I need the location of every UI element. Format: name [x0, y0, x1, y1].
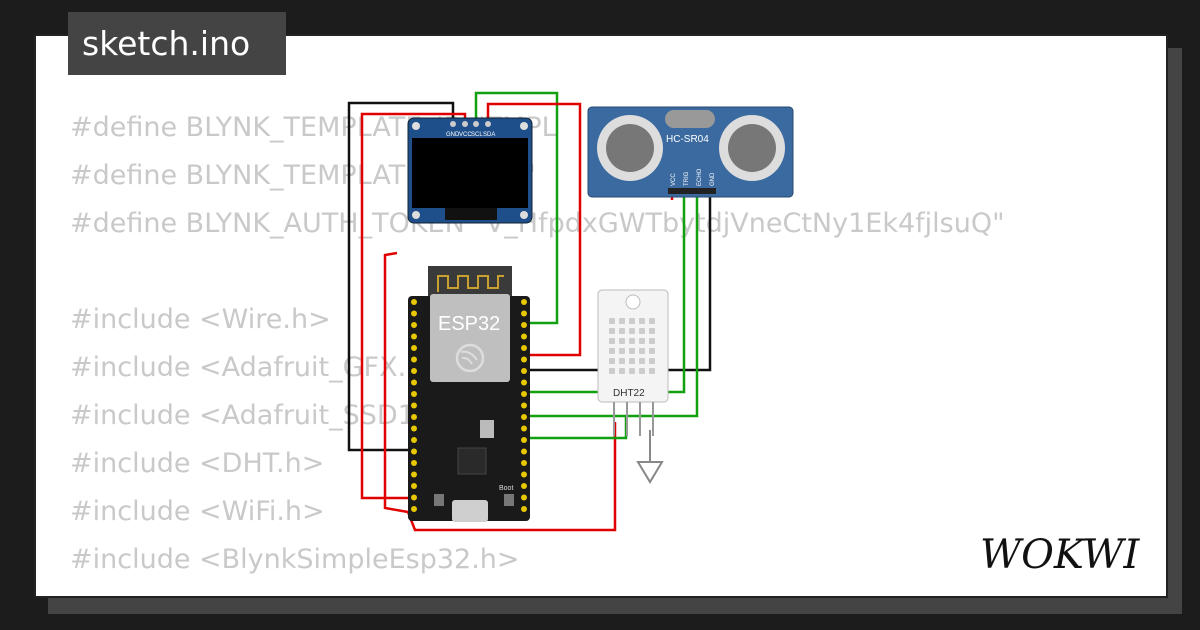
dht22-sensor[interactable]: DHT22	[597, 289, 669, 436]
esp32-right-pin-13[interactable]	[521, 437, 527, 443]
esp32-right-pin-18[interactable]	[521, 494, 527, 501]
wire-green-trig	[528, 190, 699, 418]
esp32-left-pin-3[interactable]	[411, 322, 417, 328]
esp32-left-pin-13[interactable]	[411, 437, 417, 443]
wire-black-hc-gnd	[528, 190, 712, 372]
wire-green-scl	[474, 91, 559, 325]
wokwi-logo: WOKWI	[980, 532, 1140, 578]
esp32-right-pin-2[interactable]	[521, 310, 527, 317]
esp32-left-pin-5[interactable]	[411, 345, 417, 351]
esp32-right-pin-12[interactable]	[521, 425, 527, 432]
esp32-left-pin-4[interactable]	[411, 333, 417, 340]
code-line-6: #include <Adafruit_GFX.h>	[70, 352, 446, 383]
esp32-right-pins	[521, 299, 527, 512]
esp32-left-pin-17[interactable]	[411, 483, 417, 489]
wire-red-dht-vcc	[383, 251, 398, 268]
esp32-left-pins	[411, 299, 417, 512]
esp32-right-pin-6[interactable]	[521, 356, 527, 363]
esp32-left-pin-9[interactable]	[411, 391, 417, 397]
wire-red-3v3	[383, 268, 617, 532]
oled-pin-scl: SCL	[471, 132, 483, 138]
esp32-right-pin-3[interactable]	[521, 322, 527, 328]
hc-pin-trig: TRIG	[684, 171, 690, 186]
esp32-right-pin-9[interactable]	[521, 391, 527, 397]
esp32-right-pin-14[interactable]	[521, 448, 527, 455]
file-tab-label: sketch.ino	[82, 24, 251, 63]
esp32-right-pin-7[interactable]	[521, 368, 527, 374]
code-line-5: #include <Wire.h>	[70, 304, 331, 335]
esp32-right-pin-10[interactable]	[521, 402, 527, 409]
esp32-left-pin-11[interactable]	[411, 414, 417, 420]
esp32-left-pin-8[interactable]	[411, 379, 417, 386]
hc-pin-echo: ECHO	[697, 168, 703, 186]
esp32-left-pin-14[interactable]	[411, 448, 417, 455]
esp32-right-pin-1[interactable]	[521, 299, 527, 305]
code-line-8: #include <DHT.h>	[70, 448, 325, 479]
esp32-board[interactable]: ESP32 Boot	[408, 266, 530, 522]
file-tab[interactable]: sketch.ino	[68, 12, 286, 75]
oled-pin-gnd: GND	[446, 132, 460, 138]
esp32-left-pin-15[interactable]	[411, 460, 417, 466]
esp32-right-pin-15[interactable]	[521, 460, 527, 466]
hc-sr04-sensor[interactable]: HC-SR04 VCC TRIG ECHO GND	[587, 106, 794, 198]
wokwi-logo-text: WOKWI	[980, 532, 1140, 578]
esp32-left-pin-6[interactable]	[411, 356, 417, 363]
esp32-label: ESP32	[438, 313, 500, 335]
hc-pin-gnd: GND	[710, 172, 716, 186]
hc-pin-vcc: VCC	[671, 173, 677, 186]
oled-pin-vcc: VCC	[459, 132, 472, 138]
esp32-left-pin-2[interactable]	[411, 310, 417, 317]
esp32-right-pin-17[interactable]	[521, 483, 527, 489]
esp32-right-pin-11[interactable]	[521, 414, 527, 420]
ground-symbol-icon	[636, 430, 664, 484]
boot-button[interactable]	[504, 494, 514, 506]
usb-port	[452, 500, 488, 522]
esp32-left-pin-12[interactable]	[411, 425, 417, 432]
esp32-left-pin-18[interactable]	[411, 494, 417, 501]
espressif-logo-icon	[455, 343, 485, 373]
esp32-right-pin-16[interactable]	[521, 471, 527, 478]
wire-black-gnd	[347, 101, 455, 452]
esp32-right-pin-4[interactable]	[521, 333, 527, 340]
wire-red-sda	[486, 102, 582, 357]
esp32-left-pin-1[interactable]	[411, 299, 417, 305]
dht22-label: DHT22	[613, 388, 645, 399]
boot-button-label: Boot	[499, 485, 513, 492]
esp32-left-pin-7[interactable]	[411, 368, 417, 374]
esp32-right-pin-8[interactable]	[521, 379, 527, 386]
esp32-right-pin-5[interactable]	[521, 345, 527, 351]
esp32-left-pin-16[interactable]	[411, 471, 417, 478]
esp32-left-pin-19[interactable]	[411, 506, 417, 512]
code-line-10: #include <BlynkSimpleEsp32.h>	[70, 544, 520, 575]
wire-green-dht-data	[528, 415, 628, 440]
code-line-9: #include <WiFi.h>	[70, 496, 325, 527]
oled-pin-sda: SDA	[483, 132, 495, 138]
esp32-left-pin-10[interactable]	[411, 402, 417, 409]
esp32-right-pin-19[interactable]	[521, 506, 527, 512]
hc-sr04-label: HC-SR04	[666, 134, 709, 145]
wire-green-echo	[528, 190, 686, 394]
en-button[interactable]	[434, 494, 444, 506]
oled-display[interactable]: GND VCC SCL SDA	[407, 117, 533, 224]
